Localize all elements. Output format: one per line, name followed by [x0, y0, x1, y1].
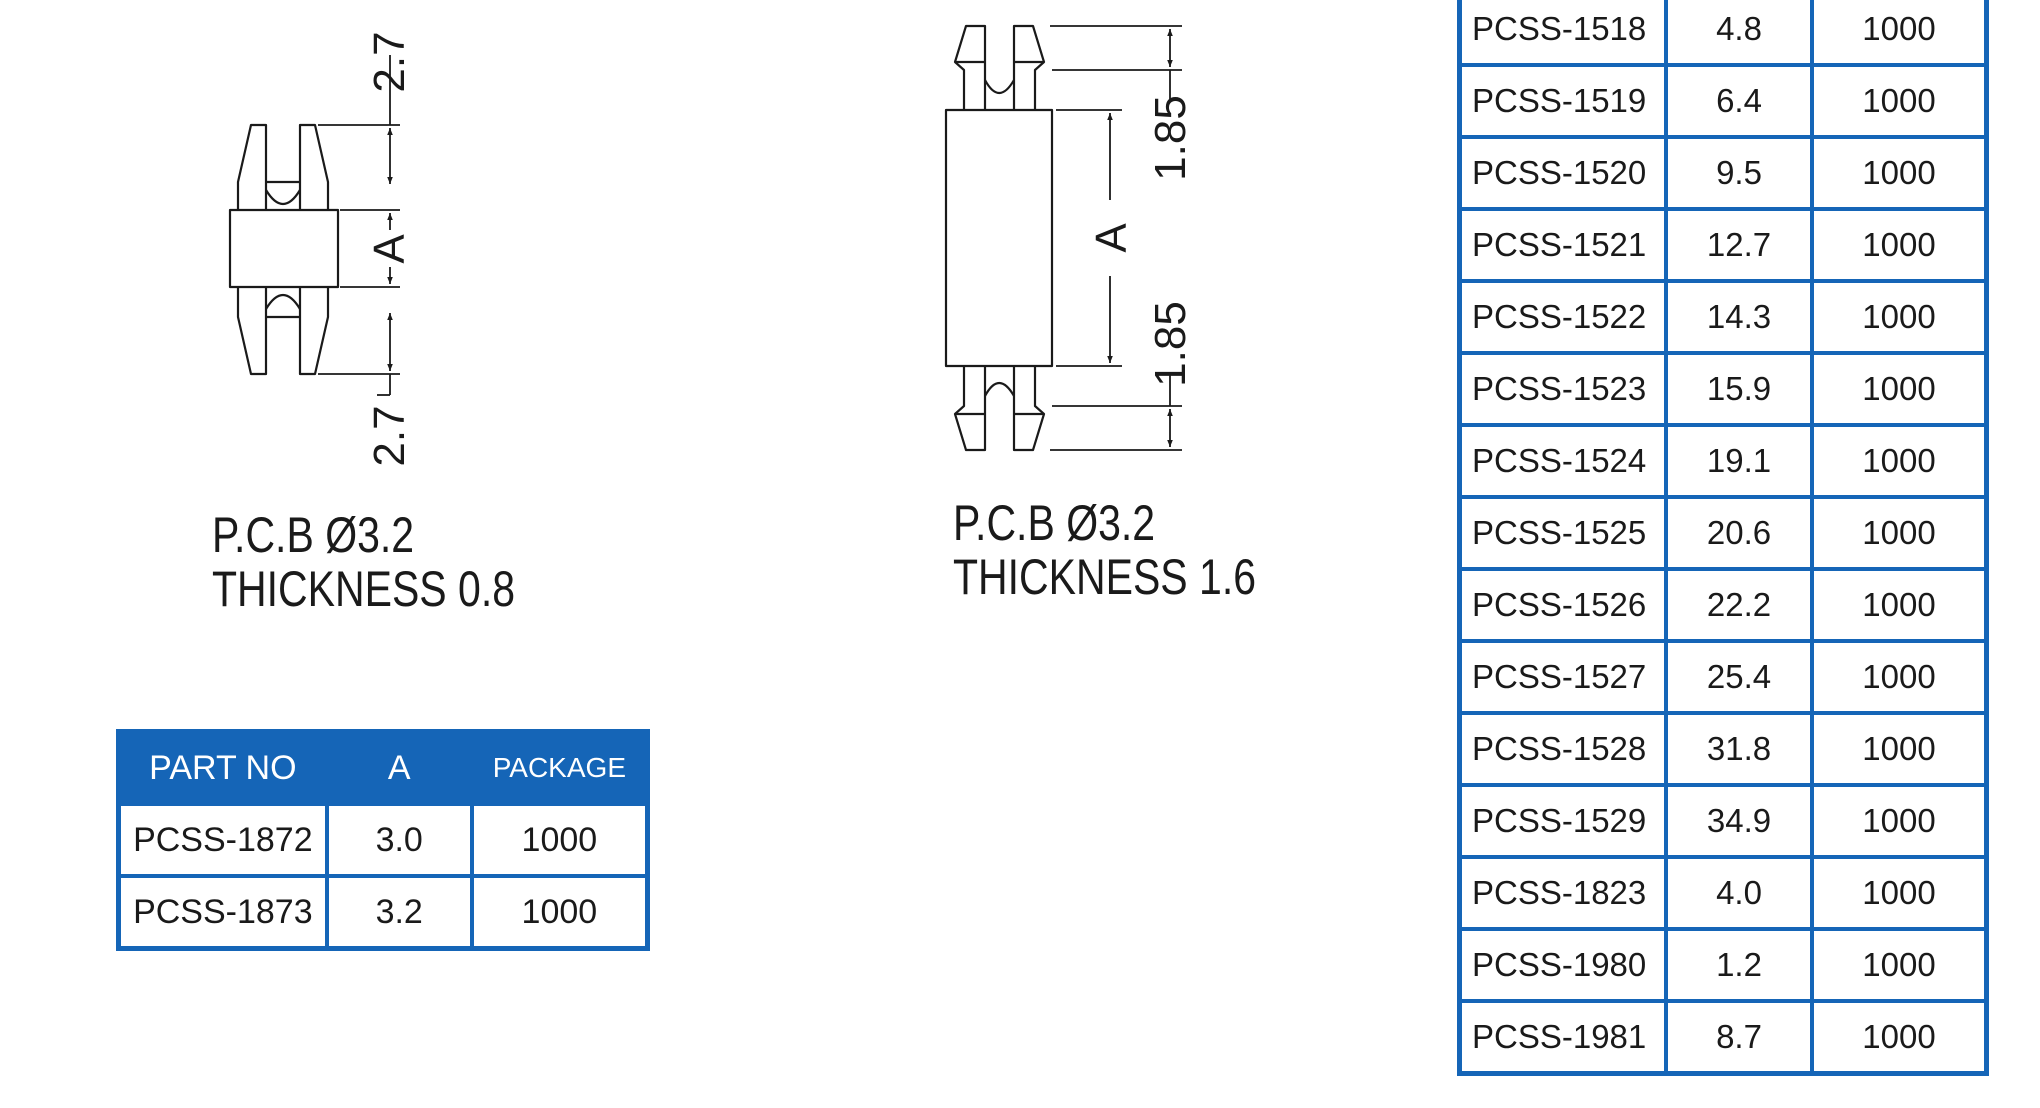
cell-package: 1000 [1810, 783, 1989, 859]
cell-part-no: PCSS-1519 [1457, 63, 1669, 139]
cell-a: 22.2 [1664, 567, 1814, 643]
cell-a: 15.9 [1664, 351, 1814, 427]
cell-part-no: PCSS-1525 [1457, 495, 1669, 571]
cell-part-no: PCSS-1823 [1457, 855, 1669, 931]
dim-label-a: A [365, 234, 414, 264]
dim-label-a: A [1087, 223, 1136, 253]
table-row: PCSS-1872 3.0 1000 [116, 802, 650, 878]
spacer-drawing-long: 1.85 A 1.85 [944, 24, 1195, 452]
header-a: A [324, 729, 474, 806]
cell-package: 1000 [1810, 711, 1989, 787]
pcb-note-short: P.C.B Ø3.2 THICKNESS 0.8 [212, 508, 515, 616]
cell-package: 1000 [1810, 63, 1989, 139]
cell-package: 1000 [1810, 495, 1989, 571]
pcb-hole-label: P.C.B Ø3.2 [212, 507, 415, 563]
cell-a: 19.1 [1664, 423, 1814, 499]
pcb-hole-label: P.C.B Ø3.2 [953, 495, 1156, 551]
spec-table-short: PART NO A PACKAGE PCSS-1872 3.0 1000 PCS… [116, 729, 650, 951]
cell-part-no: PCSS-1521 [1457, 207, 1669, 283]
pcb-thickness-label: THICKNESS 0.8 [212, 561, 516, 617]
cell-part-no: PCSS-1981 [1457, 999, 1669, 1076]
cell-package: 1000 [1810, 0, 1989, 67]
cell-package: 1000 [1810, 279, 1989, 355]
dim-label-bottom: 2.7 [365, 405, 414, 466]
cell-a: 4.0 [1664, 855, 1814, 931]
cell-package: 1000 [1810, 135, 1989, 211]
cell-part-no: PCSS-1529 [1457, 783, 1669, 859]
cell-part-no: PCSS-1873 [116, 874, 329, 951]
cell-part-no: PCSS-1520 [1457, 135, 1669, 211]
cell-a: 14.3 [1664, 279, 1814, 355]
cell-package: 1000 [1810, 207, 1989, 283]
spacer-drawing-short: 2.7 A 2.7 [228, 31, 414, 467]
cell-a: 4.8 [1664, 0, 1814, 67]
cell-package: 1000 [1810, 927, 1989, 1003]
cell-a: 9.5 [1664, 135, 1814, 211]
dim-label-bottom: 1.85 [1146, 301, 1195, 387]
cell-package: 1000 [1810, 639, 1989, 715]
table-header-row: PART NO A PACKAGE [116, 729, 650, 806]
cell-part-no: PCSS-1522 [1457, 279, 1669, 355]
cell-package: 1000 [469, 802, 650, 878]
cell-a: 1.2 [1664, 927, 1814, 1003]
cell-a: 25.4 [1664, 639, 1814, 715]
cell-package: 1000 [1810, 351, 1989, 427]
cell-package: 1000 [469, 874, 650, 951]
cell-part-no: PCSS-1524 [1457, 423, 1669, 499]
cell-a: 3.0 [324, 802, 474, 878]
cell-part-no: PCSS-1526 [1457, 567, 1669, 643]
header-package: PACKAGE [469, 729, 650, 806]
cell-part-no: PCSS-1527 [1457, 639, 1669, 715]
dim-label-top: 2.7 [365, 31, 414, 92]
cell-a: 12.7 [1664, 207, 1814, 283]
cell-part-no: PCSS-1523 [1457, 351, 1669, 427]
pcb-note-long: P.C.B Ø3.2 THICKNESS 1.6 [953, 496, 1256, 604]
cell-a: 3.2 [324, 874, 474, 951]
cell-part-no: PCSS-1980 [1457, 927, 1669, 1003]
pcb-thickness-label: THICKNESS 1.6 [953, 549, 1257, 605]
cell-package: 1000 [1810, 999, 1989, 1076]
cell-package: 1000 [1810, 423, 1989, 499]
cell-package: 1000 [1810, 567, 1989, 643]
table-row: PCSS-1873 3.2 1000 [116, 874, 650, 951]
cell-part-no: PCSS-1872 [116, 802, 329, 878]
cell-a: 31.8 [1664, 711, 1814, 787]
cell-a: 6.4 [1664, 63, 1814, 139]
cell-part-no: PCSS-1528 [1457, 711, 1669, 787]
cell-a: 20.6 [1664, 495, 1814, 571]
header-part-no: PART NO [116, 729, 329, 806]
cell-package: 1000 [1810, 855, 1989, 931]
dim-label-top: 1.85 [1146, 95, 1195, 181]
cell-part-no: PCSS-1518 [1457, 0, 1669, 67]
cell-a: 34.9 [1664, 783, 1814, 859]
cell-a: 8.7 [1664, 999, 1814, 1076]
